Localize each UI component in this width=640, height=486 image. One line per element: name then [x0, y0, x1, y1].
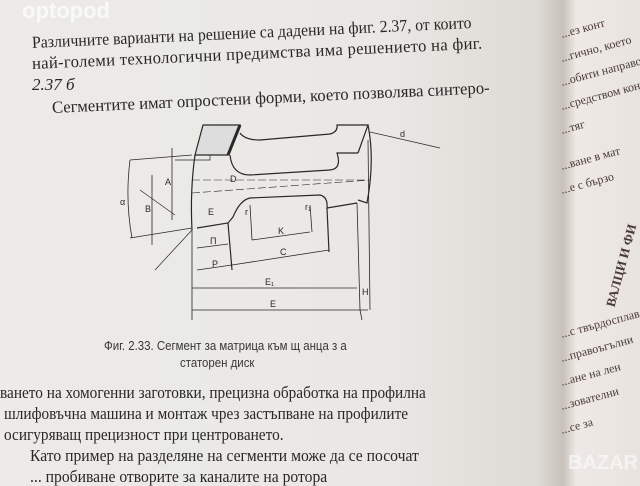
right-text-fragment: ...ез конт: [559, 15, 607, 41]
text-line: Сегментите имат опростени форми, което п…: [51, 78, 491, 117]
label-r: r: [245, 207, 248, 217]
label-D: D: [230, 174, 237, 184]
text-line: шлифовъчна машина и монтаж чрез застъпва…: [4, 404, 409, 423]
label-A: A: [165, 177, 171, 187]
text-line: осигуряващ прецизност при центроването.: [4, 425, 284, 444]
label-H: H: [362, 287, 369, 297]
label-E1: E₁: [265, 277, 274, 287]
text-line: ... пробиване отворите за каналите на ро…: [30, 467, 328, 486]
right-text-fragment: ...се за: [559, 414, 595, 437]
label-d: d: [400, 129, 405, 139]
text-line: Като пример на разделяне на сегменти мож…: [30, 446, 419, 465]
text-line: 2.37 б: [32, 75, 75, 94]
label-P-cyr: П: [210, 236, 216, 246]
right-page: ...ез конт ...гично, което ...обити напр…: [555, 0, 640, 480]
right-section-heading: ВАЛЦИ И ФИ: [602, 222, 640, 309]
segment-drawing: d D A B α E r r₁ K П C P E₁ E H: [120, 124, 441, 321]
label-alpha: α: [120, 197, 125, 207]
label-B: B: [145, 204, 151, 214]
right-text-fragment: ...зователни: [559, 383, 621, 413]
label-E-small: E: [208, 207, 214, 217]
figure-caption-cont: статорен диск: [180, 355, 255, 370]
label-r1: r₁: [305, 202, 311, 212]
watermark-logo: optopod: [22, 0, 110, 23]
label-P: P: [212, 259, 218, 269]
right-text-fragment: ...е с бързо: [559, 169, 616, 197]
label-K: K: [278, 226, 284, 236]
right-text-fragment: ...ване в мат: [559, 143, 622, 173]
figure-caption: Фиг. 2.33. Сегмент за матрица към щ анца…: [104, 338, 347, 353]
watermark-logo-bazar: BAZAR: [568, 452, 638, 474]
text-line: ването на хомогенни заготовки, прецизна …: [0, 383, 426, 402]
left-page: optopod Различните варианти на решение с…: [0, 0, 491, 486]
label-C: C: [280, 247, 287, 257]
right-text-fragment: ...тяг: [559, 116, 587, 137]
label-E: E: [270, 299, 276, 309]
